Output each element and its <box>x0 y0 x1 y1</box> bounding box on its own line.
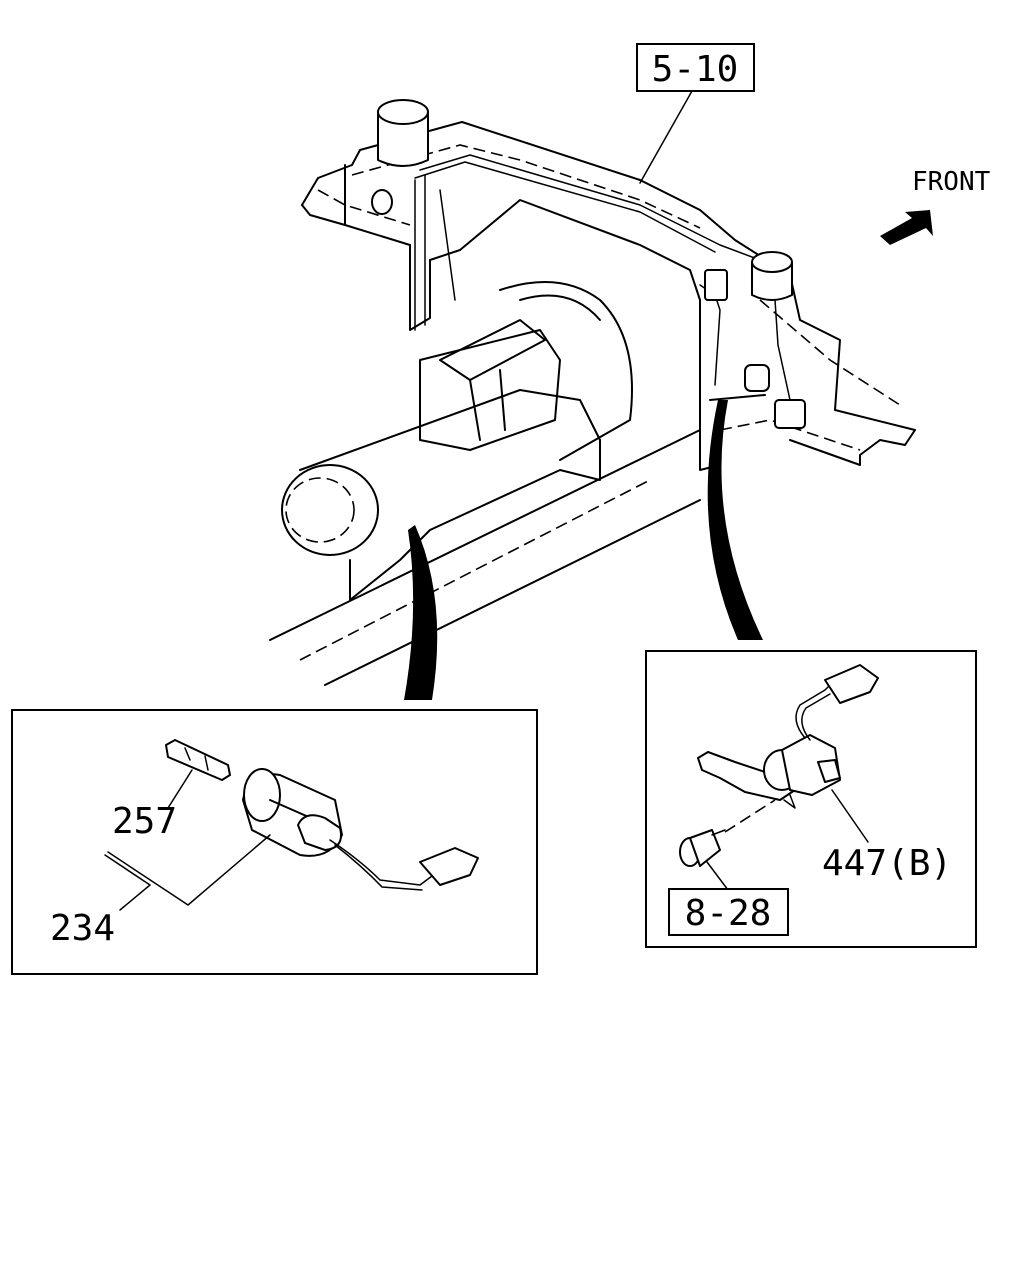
pointer-right <box>707 400 763 640</box>
part-234-sensor[interactable] <box>242 768 479 891</box>
ref-label-5-10: 5-10 <box>652 49 739 90</box>
front-indicator: FRONT <box>880 167 991 245</box>
ref-callout-5-10[interactable]: 5-10 <box>636 43 755 92</box>
front-label: FRONT <box>912 167 991 197</box>
pointer-left <box>404 525 438 700</box>
detail-box-left: 257 234 <box>11 709 538 975</box>
part-label-234[interactable]: 234 <box>50 908 115 949</box>
front-arrow-icon <box>880 210 933 245</box>
ref-box-8-28[interactable] <box>668 888 789 936</box>
part-label-447b[interactable]: 447(B) <box>822 843 952 884</box>
detail-box-right: 447(B) 8-28 <box>645 650 977 948</box>
chassis-frame-drawing <box>269 90 916 700</box>
part-447b-solenoid[interactable] <box>697 664 879 809</box>
part-label-257[interactable]: 257 <box>112 801 177 842</box>
ref-label-8-28[interactable]: 8-28 <box>685 893 772 934</box>
bolt-8-28[interactable] <box>679 829 726 867</box>
part-257-pin[interactable] <box>165 739 231 781</box>
